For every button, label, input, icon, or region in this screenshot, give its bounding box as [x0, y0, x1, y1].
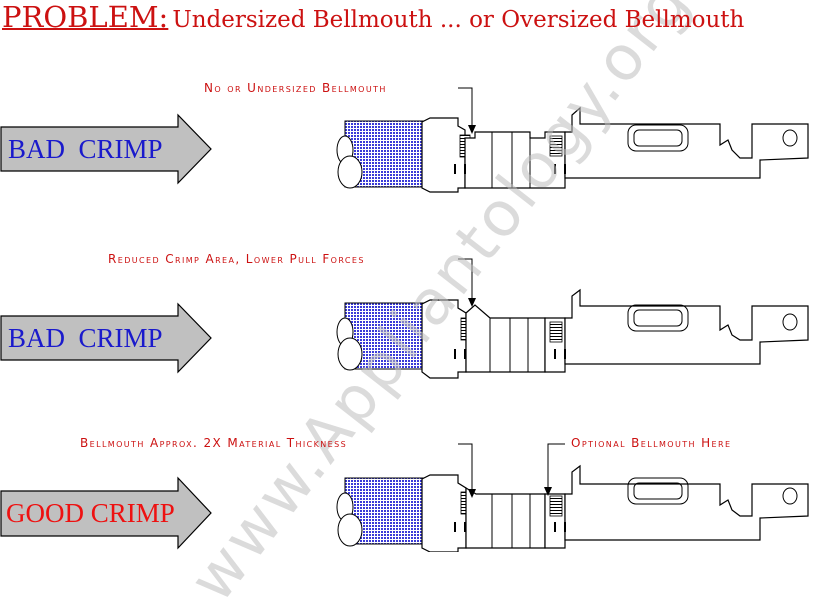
row-3-contact-body — [564, 464, 809, 541]
page-title: PROBLEM: Undersized Bellmouth ... or Ove… — [2, 0, 744, 34]
title-main: PROBLEM: — [2, 0, 169, 34]
row-3-leader-line-right — [547, 443, 565, 492]
note-optional-bellmouth: Optional Bellmouth Here — [571, 436, 732, 450]
row-3-conductor-crimp — [465, 486, 546, 549]
title-rest: Undersized Bellmouth ... or Oversized Be… — [172, 7, 745, 33]
row-1-conductor-crimp — [464, 131, 566, 189]
note-reduced-crimp-area: Reduced Crimp Area, Lower Pull Forces — [108, 252, 365, 266]
note-no-or-undersized-bellmouth: No or Undersized Bellmouth — [204, 81, 387, 95]
row-2-label: BAD CRIMP — [8, 323, 163, 353]
row-1-wire — [336, 120, 436, 189]
row-2-leader-line — [458, 258, 473, 303]
row-3-diagram — [0, 443, 809, 552]
crimp-diagram — [0, 87, 809, 552]
row-1-diagram — [0, 87, 809, 193]
row-2-oversized-bellmouth — [465, 304, 546, 373]
row-1-insulation-crimp — [421, 117, 466, 193]
row-2-diagram — [0, 258, 809, 379]
row-1-leader-line — [458, 87, 473, 130]
row-3-wire — [336, 477, 436, 547]
row-2-insulation-crimp — [421, 299, 467, 379]
row-3-arrow — [0, 476, 212, 550]
row-1-contact-body — [564, 106, 809, 179]
row-2-arrow — [0, 302, 212, 374]
row-3-insulation-crimp — [421, 474, 467, 552]
row-1-label: BAD CRIMP — [8, 134, 163, 164]
note-bellmouth-approx: Bellmouth Approx. 2X Material Thickness — [80, 436, 348, 450]
row-3-leader-line-left — [458, 443, 473, 494]
row-2-wire — [336, 302, 436, 371]
row-1-arrow — [0, 113, 212, 185]
row-3-label: GOOD CRIMP — [6, 498, 175, 528]
